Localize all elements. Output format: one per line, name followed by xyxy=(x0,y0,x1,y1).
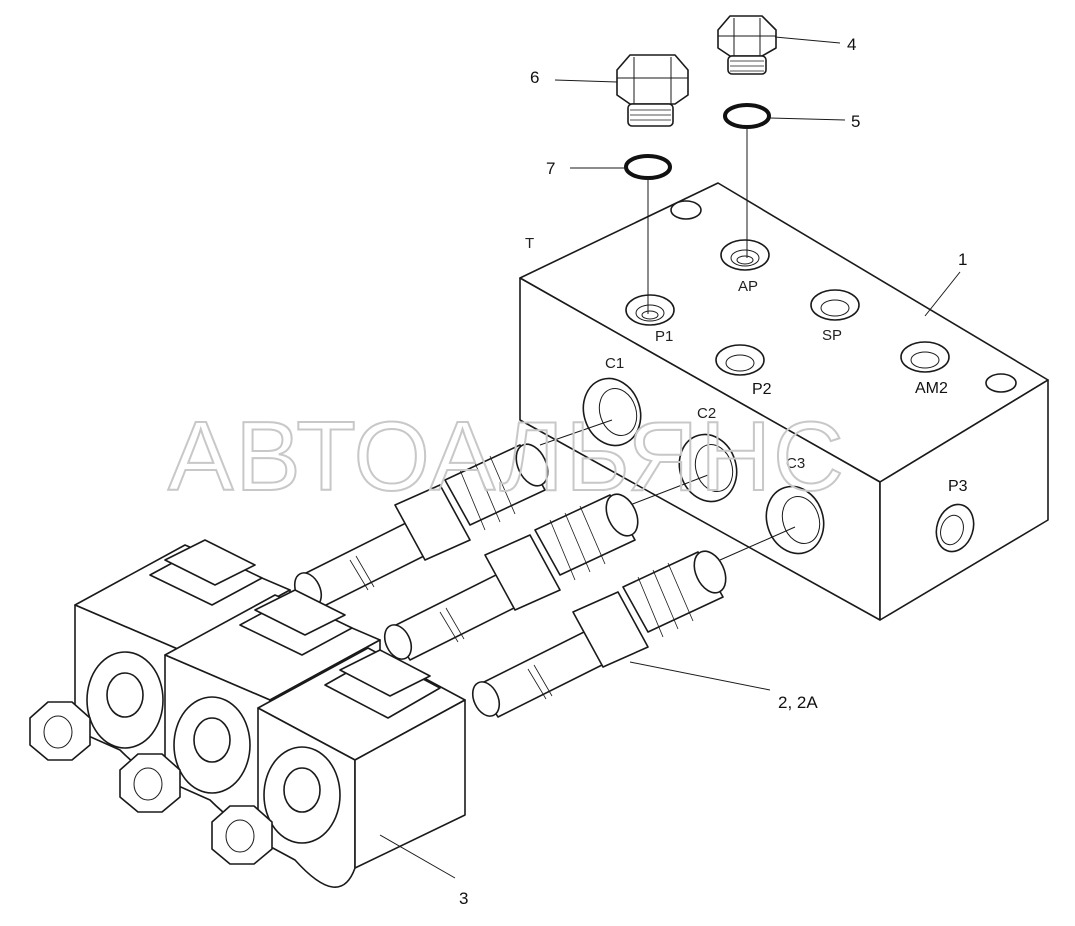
plug-6 xyxy=(616,54,689,127)
solenoid-coil xyxy=(74,539,466,888)
port-hole-side xyxy=(935,503,975,553)
o-ring-7 xyxy=(624,154,672,180)
o-ring-5 xyxy=(723,103,771,129)
hex-nut xyxy=(29,701,273,865)
port-label-c1: C1 xyxy=(605,355,624,372)
callout-2-2a: 2, 2A xyxy=(778,693,818,712)
port-label-c3: C3 xyxy=(786,455,805,472)
callout-4: 4 xyxy=(847,35,856,54)
port-label-p1: P1 xyxy=(655,328,673,345)
plug-4 xyxy=(717,15,777,75)
callout-3: 3 xyxy=(459,889,468,908)
callout-6: 6 xyxy=(530,68,539,87)
port-hole-front xyxy=(582,377,825,555)
callout-7: 7 xyxy=(546,159,555,178)
port-label-t: T xyxy=(525,235,534,252)
cartridge-valve xyxy=(293,419,796,718)
port-label-p2: P2 xyxy=(752,381,772,398)
port-label-p3: P3 xyxy=(948,478,968,495)
port-label-ap: AP xyxy=(738,278,758,295)
port-label-sp: SP xyxy=(822,327,842,344)
port-label-c2: C2 xyxy=(697,405,716,422)
watermark: АВТОАЛЬЯНС xyxy=(168,401,846,511)
callout-1: 1 xyxy=(958,250,967,269)
port-label-am2: AM2 xyxy=(915,380,948,397)
valve-body xyxy=(519,182,1049,621)
callout-5: 5 xyxy=(851,112,860,131)
port-hole-top xyxy=(625,200,1017,393)
